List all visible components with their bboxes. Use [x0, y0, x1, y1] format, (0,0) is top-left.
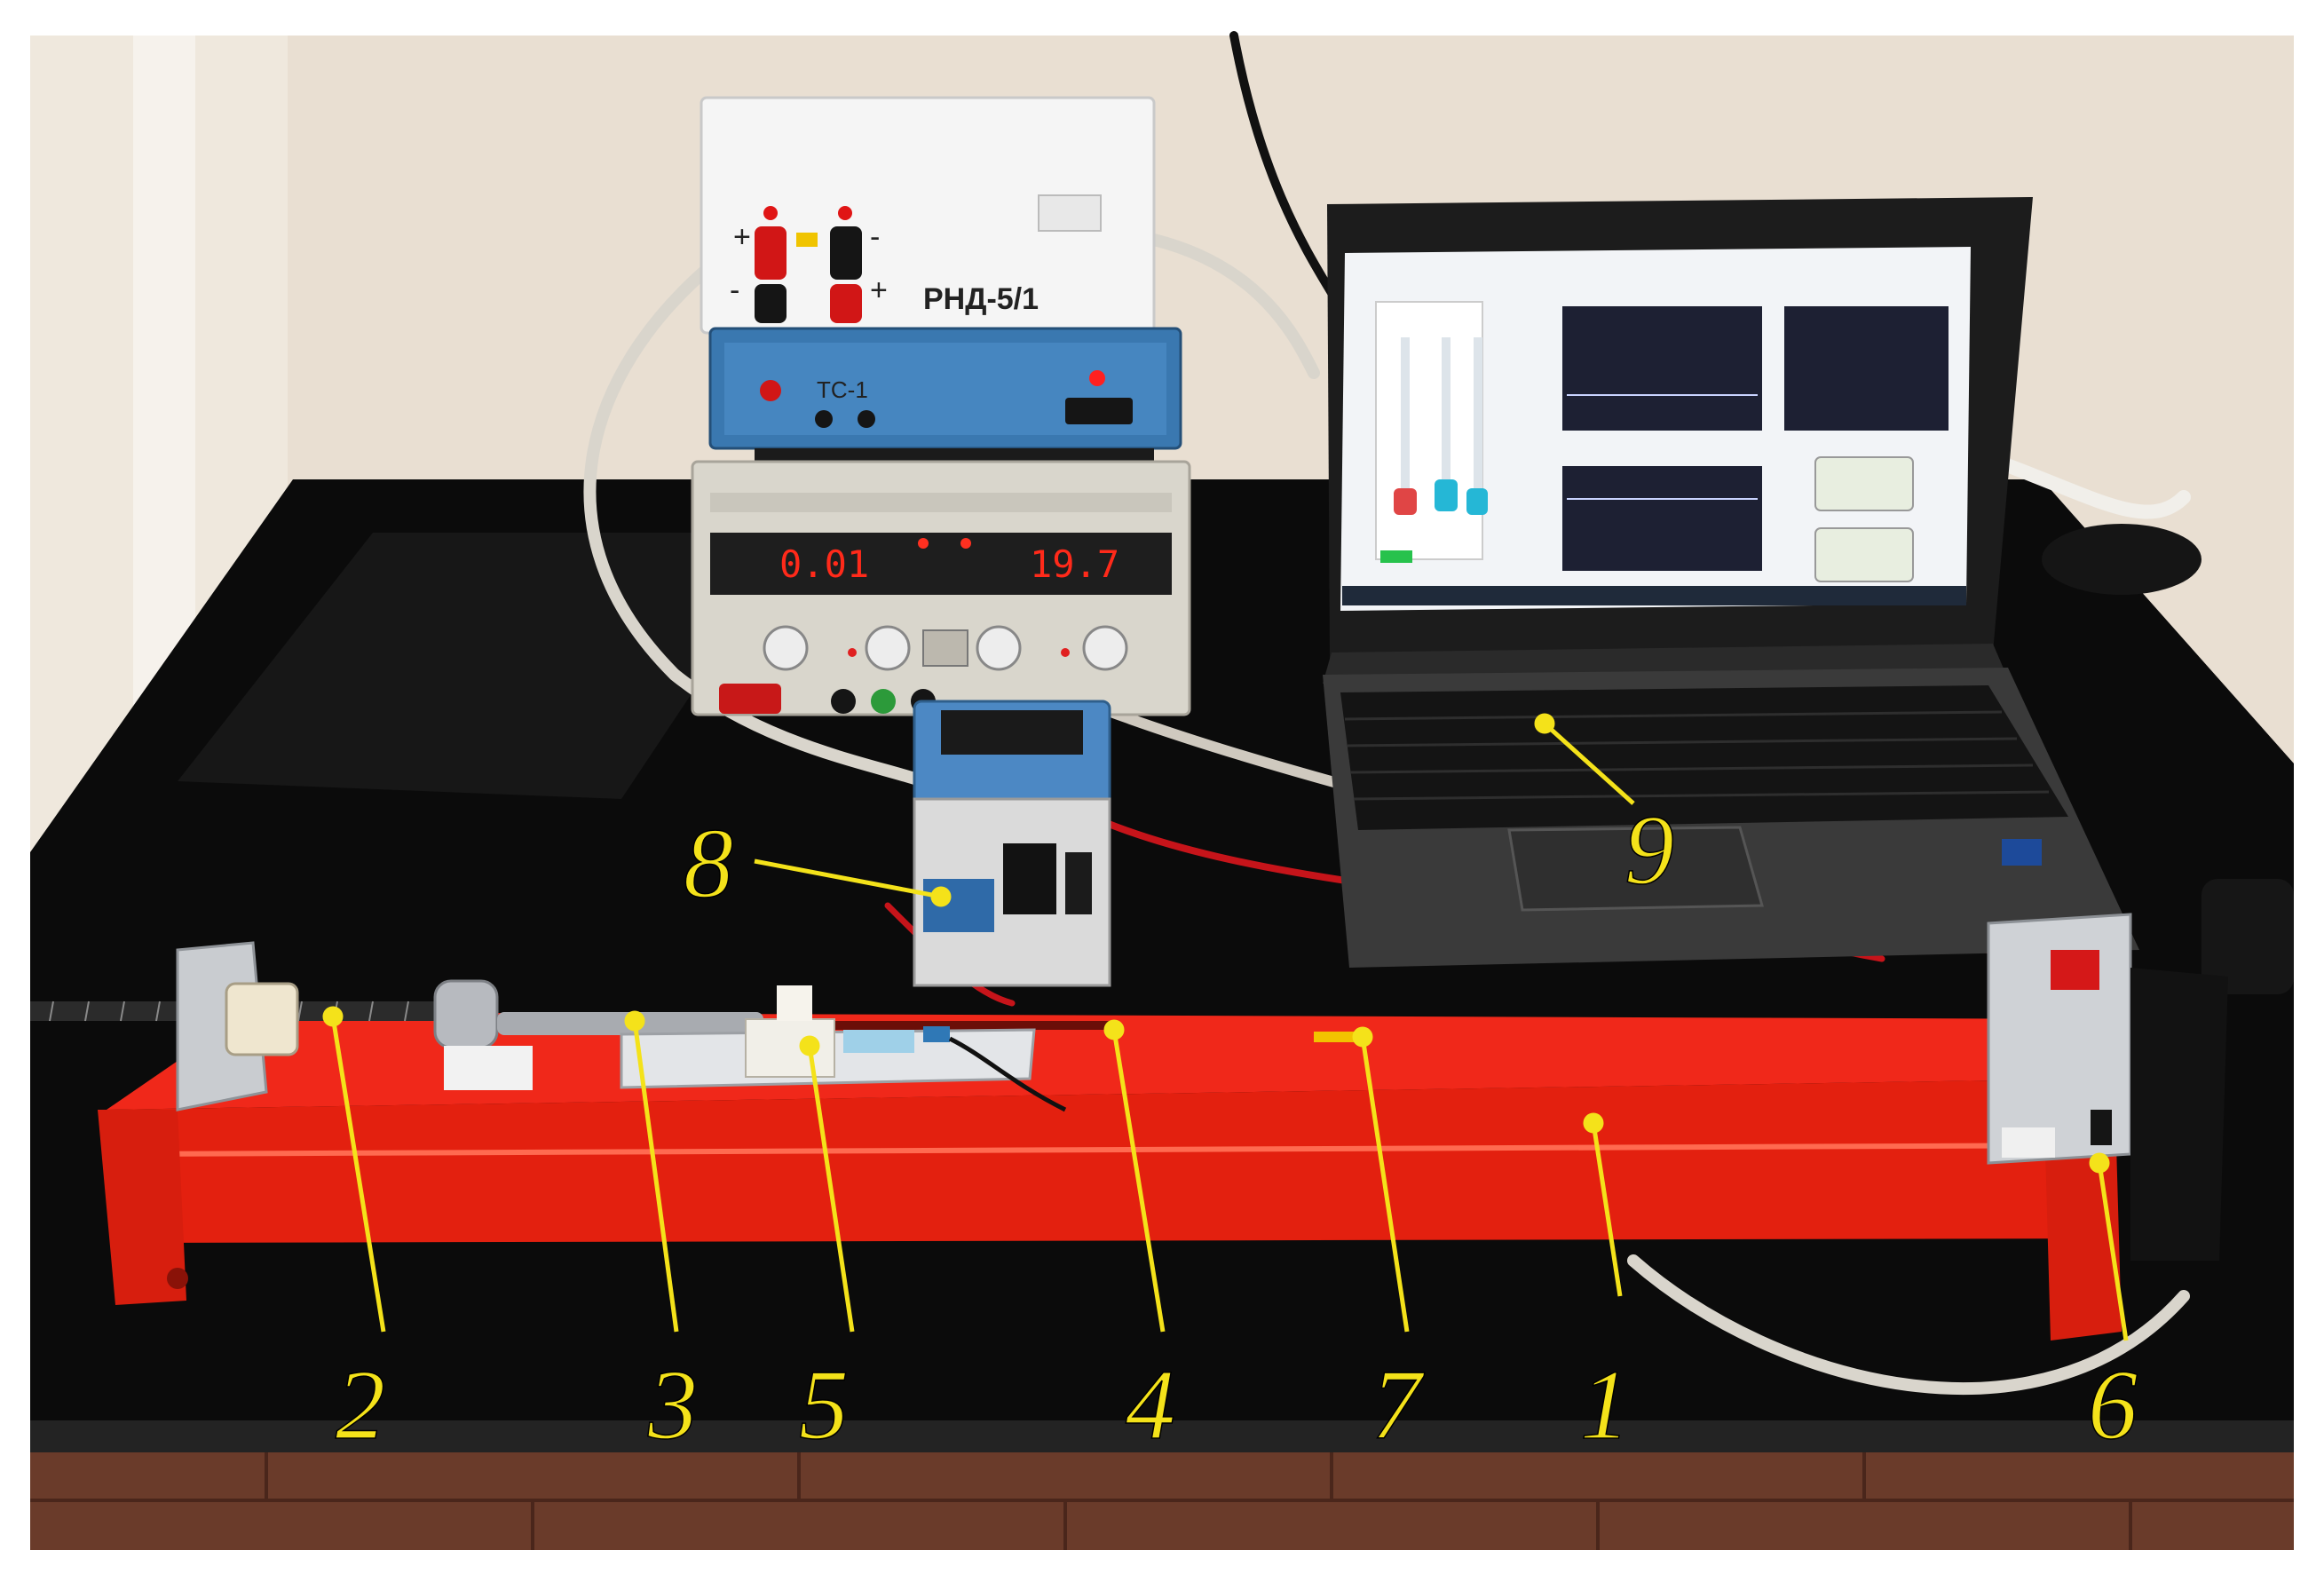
- minus-right-sign: -: [870, 220, 880, 254]
- screen-gauge-panel: [1375, 301, 1483, 560]
- device-power-supply: 0.01 19.7: [691, 460, 1191, 716]
- screen-plot-2: [1784, 306, 1949, 431]
- minus-left-sign: -: [730, 273, 739, 307]
- device-tc-1: TC-1: [708, 327, 1182, 466]
- callout-6: 6: [2088, 1350, 2138, 1460]
- callout-3: 3: [647, 1350, 698, 1460]
- laptop-touchpad: [1507, 826, 1764, 912]
- table-reflection: [178, 533, 799, 799]
- end-module: [1987, 913, 2228, 1261]
- right-device: [2201, 879, 2294, 994]
- ps-display-voltage: 19.7: [1030, 542, 1119, 586]
- daq-module: [913, 700, 1111, 987]
- carriage-assembly: [497, 985, 1067, 1112]
- callout-1: 1: [1580, 1350, 1630, 1460]
- knob-1: [763, 625, 809, 671]
- power-switch: [2051, 950, 2099, 990]
- screen-plot-1: [1562, 306, 1762, 431]
- knob-2: [865, 625, 911, 671]
- knob-4: [1082, 625, 1128, 671]
- router: [2042, 524, 2201, 595]
- screen-meter-1: [1814, 456, 1914, 511]
- lead-screw: [30, 941, 533, 1111]
- laptop-keyboard: [1340, 685, 2068, 830]
- callout-leaders: [322, 713, 2129, 1341]
- laptop: [1323, 197, 2139, 968]
- sample-element: [1314, 1032, 1363, 1042]
- table-front-edge: [30, 1420, 2294, 1452]
- callout-5: 5: [799, 1350, 849, 1460]
- callout-labels: 1 2 3 4 5 6 7 8 9: [335, 795, 2138, 1461]
- rnd-label: РНД-5/1: [923, 282, 1039, 316]
- ps-display-current: 0.01: [779, 542, 869, 586]
- screen-meter-2: [1814, 527, 1914, 582]
- callout-2: 2: [336, 1350, 385, 1460]
- red-rail: [98, 1012, 2122, 1341]
- brick-lines: [30, 1452, 2294, 1550]
- callout-9: 9: [1624, 795, 1674, 906]
- tc-label: TC-1: [817, 376, 868, 403]
- screen-taskbar: [1342, 586, 1966, 605]
- plus-right-sign: +: [870, 273, 888, 307]
- callout-4: 4: [1126, 1350, 1175, 1460]
- keyboard-rows: [1344, 710, 2050, 801]
- laptop-sticker: [2002, 839, 2042, 866]
- screen-plot-3: [1562, 466, 1762, 571]
- callout-7: 7: [1371, 1350, 1425, 1460]
- plus-left-sign: +: [733, 220, 751, 254]
- device-rnd-5-1: + - - + РНД-5/1: [700, 96, 1156, 335]
- callout-8: 8: [684, 809, 733, 919]
- knob-3: [976, 625, 1022, 671]
